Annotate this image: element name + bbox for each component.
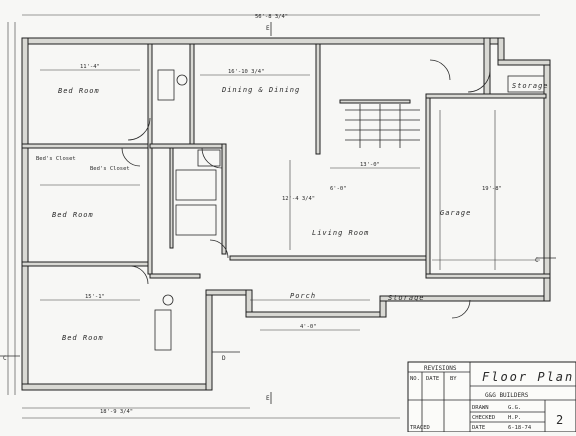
checked-label: CHECKED: [472, 415, 495, 421]
col-by: BY: [450, 376, 457, 382]
room-label-storage: Storage: [512, 82, 549, 90]
room-label-living: Living Room: [312, 229, 369, 237]
room-label-bed-room-2: Bed Room: [52, 211, 94, 219]
marker-e-bottom: E: [266, 395, 270, 402]
outer-dimension-lines: [7, 14, 540, 419]
title-block-title: Floor Plan: [482, 370, 574, 384]
dimension-misc-a: 6'-0": [330, 186, 347, 192]
door-swings: [121, 59, 491, 319]
room-label-closet-b: Bed's Closet: [90, 166, 130, 172]
dimension-living-w: 13'-0": [360, 162, 380, 168]
marker-d-bottom: D: [222, 355, 226, 362]
bath-fixtures: [154, 69, 221, 351]
sheet-number: 2: [556, 413, 563, 427]
dimension-garage: 19'-8": [482, 186, 502, 192]
date-label: DATE: [472, 425, 485, 431]
dimension-bed1: 11'-4": [80, 64, 100, 70]
dimension-dining: 16'-10 3/4": [228, 69, 264, 75]
room-label-bed-room-3: Bed Room: [62, 334, 104, 342]
marker-e-top: E: [266, 25, 270, 32]
interior-walls: [21, 43, 551, 279]
drawn-value: G.G.: [508, 405, 521, 411]
date-value: 6-18-74: [508, 425, 532, 431]
dimension-bed3: 15'-1": [85, 294, 105, 300]
room-label-bed-room-1: Bed Room: [58, 87, 100, 95]
room-label-closet-a: Bed's Closet: [36, 156, 76, 162]
section-marker-lines: [0, 22, 556, 404]
marker-c-right: C: [535, 257, 539, 264]
room-label-garage: Garage: [440, 209, 471, 217]
traced-label: TRACED: [410, 425, 430, 431]
dimension-overall-bottom: 18'-9 3/4": [100, 409, 133, 415]
dimension-living-h: 12'-4 3/4": [282, 196, 315, 202]
drawn-label: DRAWN: [472, 405, 489, 411]
col-no: NO.: [410, 376, 420, 382]
title-block-builder: G&G BUILDERS: [485, 392, 529, 399]
dimension-misc-b: 4'-0": [300, 324, 317, 330]
exterior-walls: [21, 37, 551, 391]
room-label-porch: Porch: [290, 292, 316, 300]
room-label-dining: Dining & Dining: [221, 86, 300, 94]
storage-box: [507, 75, 545, 93]
checked-value: H.P.: [508, 415, 521, 421]
room-label-storage-low: Storage: [388, 294, 425, 302]
revisions-header: REVISIONS: [424, 365, 457, 372]
garage-dimension-lines: [432, 110, 540, 270]
marker-c-left: C: [3, 355, 7, 362]
col-date: DATE: [426, 376, 439, 382]
dimension-overall-top: 56'-8 3/4": [255, 14, 288, 20]
interior-dimension-lines: [40, 69, 420, 331]
title-block: REVISIONS NO. DATE BY Floor Plan G&G BUI…: [407, 361, 576, 433]
stair-hatch: [345, 104, 420, 148]
